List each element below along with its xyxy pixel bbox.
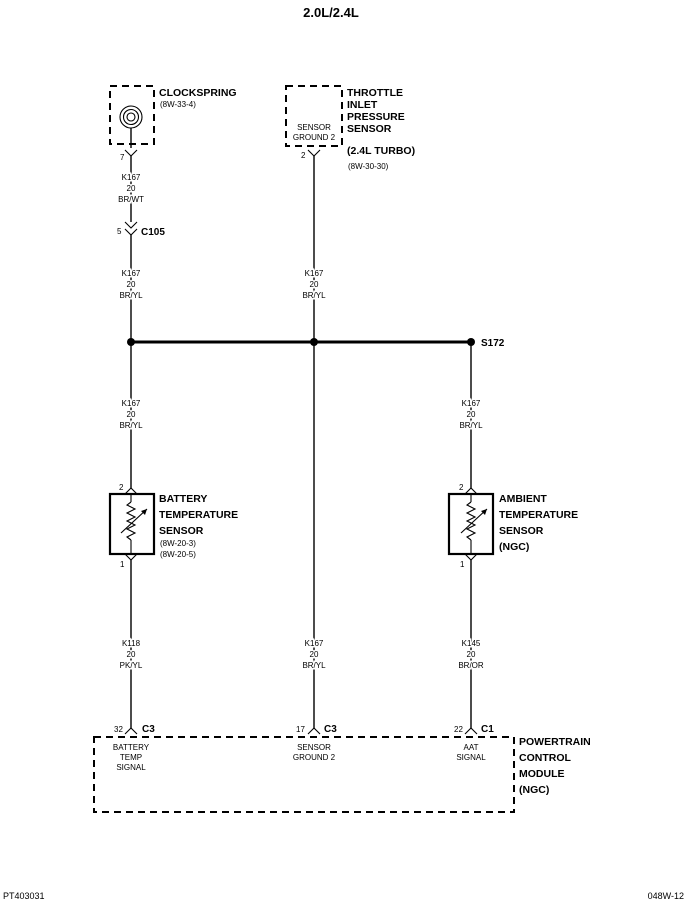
clockspring-component: CLOCKSPRING (8W-33-4) 7 — [109, 85, 237, 162]
battery-sensor-ref-2: (8W-20-5) — [160, 550, 196, 559]
diagram-title: 2.0L/2.4L — [303, 5, 359, 20]
ambient-temp-sensor-component: 2 1 AMBIENT TEMPERATURE SENSOR (NGC) — [447, 483, 578, 569]
ambient-sensor-label-3: SENSOR — [499, 525, 544, 537]
svg-text:GROUND 2: GROUND 2 — [293, 753, 336, 762]
svg-text:C105: C105 — [141, 227, 165, 238]
clockspring-pin: 7 — [120, 153, 125, 162]
footer-right-code: 048W-12 — [648, 891, 684, 901]
svg-text:K145: K145 — [462, 639, 481, 648]
wire-label-clock-upper: K167 20 BR/WT — [117, 172, 146, 206]
svg-text:K167: K167 — [122, 399, 141, 408]
svg-text:K167: K167 — [122, 269, 141, 278]
svg-text:AAT: AAT — [464, 743, 479, 752]
svg-text:20: 20 — [310, 650, 319, 659]
throttle-label-1: THROTTLE — [347, 87, 403, 99]
svg-text:BR/OR: BR/OR — [458, 661, 484, 670]
svg-text:K167: K167 — [122, 173, 141, 182]
clockspring-icon — [119, 105, 143, 148]
svg-text:K167: K167 — [305, 269, 324, 278]
svg-text:20: 20 — [310, 280, 319, 289]
battery-sensor-label-1: BATTERY — [159, 493, 207, 505]
throttle-inner-label-2: GROUND 2 — [293, 133, 336, 142]
svg-text:BR/YL: BR/YL — [119, 421, 143, 430]
svg-text:K167: K167 — [462, 399, 481, 408]
wire-label-left-mid: K167 20 BR/YL — [118, 398, 145, 432]
svg-text:BR/YL: BR/YL — [459, 421, 483, 430]
clockspring-label: CLOCKSPRING — [159, 87, 237, 99]
battery-sensor-pin-top: 2 — [119, 483, 124, 492]
wire-label-center-bottom: K167 20 BR/YL — [301, 638, 328, 672]
clockspring-ref: (8W-33-4) — [160, 100, 196, 109]
throttle-label-3: PRESSURE — [347, 111, 405, 123]
svg-text:BATTERY: BATTERY — [113, 743, 150, 752]
svg-text:20: 20 — [127, 650, 136, 659]
svg-text:20: 20 — [127, 410, 136, 419]
svg-text:5: 5 — [117, 227, 122, 236]
thermistor-icon — [460, 494, 488, 554]
ambient-sensor-label-2: TEMPERATURE — [499, 509, 578, 521]
svg-text:BR/WT: BR/WT — [118, 195, 144, 204]
pcm-label-4: (NGC) — [519, 784, 549, 796]
svg-text:SIGNAL: SIGNAL — [456, 753, 486, 762]
wire-label-clock-lower: K167 20 BR/YL — [118, 268, 145, 302]
svg-text:TEMP: TEMP — [120, 753, 142, 762]
throttle-label-4: SENSOR — [347, 123, 392, 135]
pcm-pin-32: 32 C3 BATTERY TEMP SIGNAL — [113, 724, 155, 772]
battery-sensor-label-3: SENSOR — [159, 525, 204, 537]
svg-text:K167: K167 — [305, 639, 324, 648]
svg-text:20: 20 — [127, 184, 136, 193]
throttle-inner-label-1: SENSOR — [297, 123, 331, 132]
throttle-pin: 2 — [301, 151, 306, 160]
throttle-sensor-component: SENSOR GROUND 2 THROTTLE INLET PRESSURE … — [285, 85, 415, 171]
ambient-sensor-label-4: (NGC) — [499, 541, 529, 553]
svg-text:22: 22 — [454, 725, 463, 734]
wire-label-right-bottom: K145 20 BR/OR — [457, 638, 486, 672]
throttle-ref: (8W-30-30) — [348, 162, 389, 171]
ambient-sensor-pin-top: 2 — [459, 483, 464, 492]
pcm-label-3: MODULE — [519, 768, 565, 780]
pcm-label-1: POWERTRAIN — [519, 736, 591, 748]
svg-text:BR/YL: BR/YL — [302, 661, 326, 670]
wire-label-right-mid: K167 20 BR/YL — [458, 398, 485, 432]
svg-text:SIGNAL: SIGNAL — [116, 763, 146, 772]
svg-text:20: 20 — [467, 410, 476, 419]
wire-label-left-bottom: K118 20 PK/YL — [118, 638, 144, 672]
svg-text:20: 20 — [467, 650, 476, 659]
pcm-pin-22: 22 C1 AAT SIGNAL — [454, 724, 494, 762]
battery-sensor-ref-1: (8W-20-3) — [160, 539, 196, 548]
wire-label-throttle: K167 20 BR/YL — [301, 268, 328, 302]
ambient-sensor-pin-bottom: 1 — [460, 560, 465, 569]
battery-temp-sensor-component: 2 1 BATTERY TEMPERATURE SENSOR (8W-20-3)… — [108, 483, 238, 569]
svg-text:BR/YL: BR/YL — [302, 291, 326, 300]
svg-text:C1: C1 — [481, 724, 494, 735]
ambient-sensor-label-1: AMBIENT — [499, 493, 547, 505]
svg-text:32: 32 — [114, 725, 123, 734]
svg-text:K118: K118 — [122, 639, 141, 648]
throttle-connector-icon — [307, 149, 321, 157]
footer-left-code: PT403031 — [3, 891, 45, 901]
svg-text:SENSOR: SENSOR — [297, 743, 331, 752]
battery-sensor-label-2: TEMPERATURE — [159, 509, 238, 521]
clockspring-connector-icon — [124, 149, 138, 157]
battery-sensor-pin-bottom: 1 — [120, 560, 125, 569]
svg-text:C3: C3 — [324, 724, 337, 735]
svg-text:BR/YL: BR/YL — [119, 291, 143, 300]
thermistor-icon — [120, 494, 148, 554]
svg-text:PK/YL: PK/YL — [120, 661, 143, 670]
pcm-component: 32 C3 BATTERY TEMP SIGNAL 17 C3 SENSOR G… — [93, 724, 591, 813]
svg-text:17: 17 — [296, 725, 305, 734]
pcm-pin-17: 17 C3 SENSOR GROUND 2 — [293, 724, 337, 762]
throttle-label-2: INLET — [347, 99, 378, 111]
throttle-label-5: (2.4L TURBO) — [347, 145, 415, 157]
connector-c105: 5 C105 — [117, 221, 165, 238]
svg-text:C3: C3 — [142, 724, 155, 735]
svg-text:20: 20 — [127, 280, 136, 289]
pcm-label-2: CONTROL — [519, 752, 571, 764]
splice-label: S172 — [481, 338, 505, 349]
